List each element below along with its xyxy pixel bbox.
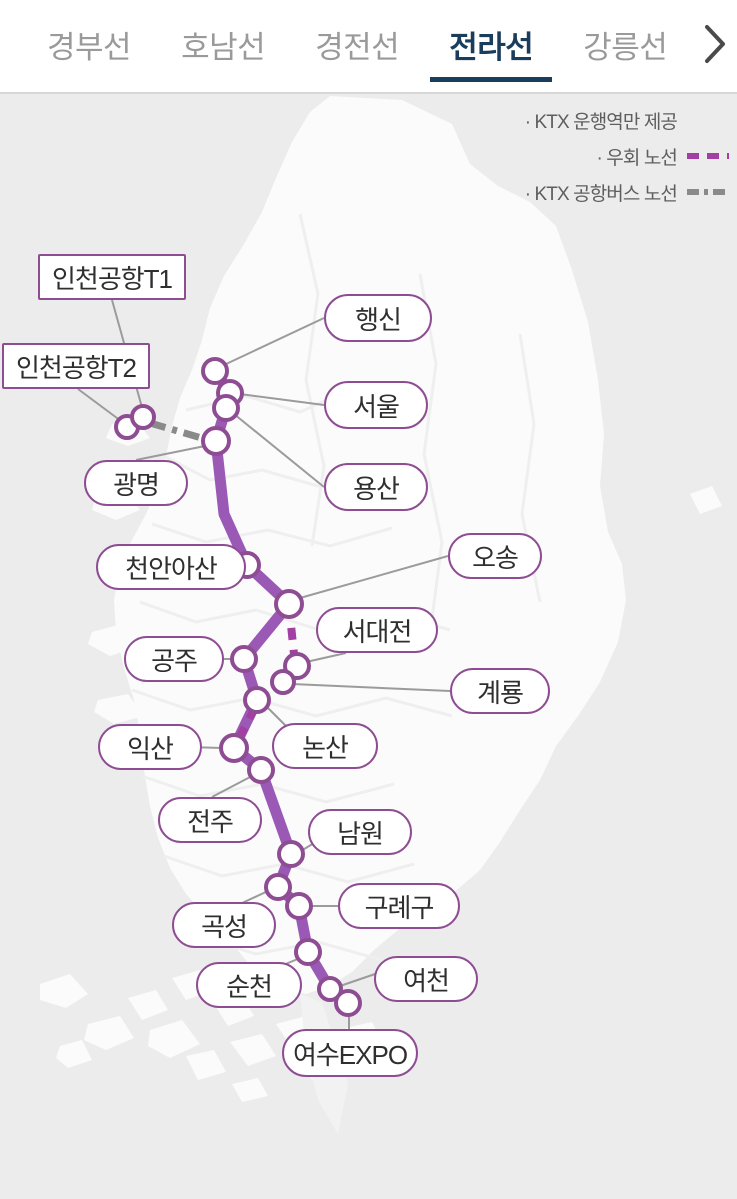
legend-item-airport-bus: · KTX 공항버스 노선 xyxy=(499,174,729,210)
station-label-cheonan-asan[interactable]: 천안아산 xyxy=(96,544,246,590)
station-label-gwangmyeong[interactable]: 광명 xyxy=(84,460,188,506)
tab-gyeongbu[interactable]: 경부선 xyxy=(47,29,132,65)
station-label-haengsin[interactable]: 행신 xyxy=(324,294,432,342)
node-gyeryong xyxy=(270,669,296,695)
tab-honam[interactable]: 호남선 xyxy=(181,29,266,65)
node-gongju xyxy=(230,645,258,673)
legend-item-ktx-only: · KTX 운행역만 제공 xyxy=(499,102,729,138)
node-suncheon xyxy=(294,938,322,966)
route-map-svg xyxy=(0,94,737,1199)
node-gokseong xyxy=(264,873,292,901)
station-label-gokseong[interactable]: 곡성 xyxy=(172,902,276,948)
station-label-jeonju[interactable]: 전주 xyxy=(158,797,262,843)
legend-label-airport-bus: · KTX 공항버스 노선 xyxy=(524,183,678,205)
station-label-suncheon[interactable]: 순천 xyxy=(196,962,302,1008)
node-haengsin xyxy=(201,357,229,385)
tab-gyeongjeon[interactable]: 경전선 xyxy=(315,29,400,65)
station-label-yeosu-expo[interactable]: 여수EXPO xyxy=(282,1029,418,1077)
station-label-gongju[interactable]: 공주 xyxy=(124,636,224,682)
node-incheon-t1 xyxy=(130,404,156,430)
map-legend: · KTX 운행역만 제공 · 우회 노선 · KTX 공항버스 노선 xyxy=(499,102,729,210)
korea-landmass xyxy=(40,96,722,1134)
station-label-seoul[interactable]: 서울 xyxy=(324,381,428,429)
station-label-nonsan[interactable]: 논산 xyxy=(272,723,378,769)
tab-bar-divider xyxy=(0,92,737,94)
legend-label-ktx-only: · KTX 운행역만 제공 xyxy=(524,111,678,133)
station-label-osong[interactable]: 오송 xyxy=(448,533,542,579)
route-map-panel: · KTX 운행역만 제공 · 우회 노선 · KTX 공항버스 노선 인천공항… xyxy=(0,94,737,1199)
station-label-incheon-airport-t1[interactable]: 인천공항T1 xyxy=(38,254,186,300)
node-jeonju xyxy=(247,756,275,784)
station-label-gyeryong[interactable]: 계룡 xyxy=(450,668,550,714)
station-label-incheon-airport-t2[interactable]: 인천공항T2 xyxy=(2,343,150,389)
node-namwon xyxy=(277,840,305,868)
node-yongsan xyxy=(212,394,240,422)
ktx-airport-bus-line xyxy=(149,419,206,443)
legend-swatch-detour xyxy=(687,153,729,159)
node-yeocheon xyxy=(317,976,343,1002)
station-label-iksan[interactable]: 익산 xyxy=(98,724,202,770)
legend-item-detour: · 우회 노선 xyxy=(499,138,729,174)
node-osong xyxy=(274,589,304,619)
tab-gangneung[interactable]: 강릉선 xyxy=(583,29,668,65)
legend-swatch-none xyxy=(687,117,729,123)
chevron-right-icon xyxy=(702,23,728,65)
station-label-yeocheon[interactable]: 여천 xyxy=(374,956,478,1002)
node-guryegu xyxy=(285,892,313,920)
station-label-seodaejeon[interactable]: 서대전 xyxy=(316,607,438,653)
node-gwangmyeong xyxy=(201,426,231,456)
tab-strip[interactable]: 경부선 호남선 경전선 전라선 강릉선 xyxy=(0,0,692,88)
node-nonsan xyxy=(243,686,271,714)
line-tab-bar: 경부선 호남선 경전선 전라선 강릉선 xyxy=(0,0,737,94)
station-label-yongsan[interactable]: 용산 xyxy=(324,463,428,511)
station-label-guryegu[interactable]: 구례구 xyxy=(338,883,460,929)
node-yeosu-expo xyxy=(334,989,362,1017)
legend-swatch-airport-bus xyxy=(687,189,729,195)
node-iksan xyxy=(219,733,249,763)
legend-label-detour: · 우회 노선 xyxy=(596,147,677,169)
station-nodes[interactable] xyxy=(114,357,362,1017)
tab-jeolla[interactable]: 전라선 xyxy=(424,0,558,88)
tab-next-button[interactable] xyxy=(692,0,737,88)
station-label-namwon[interactable]: 남원 xyxy=(308,809,412,855)
